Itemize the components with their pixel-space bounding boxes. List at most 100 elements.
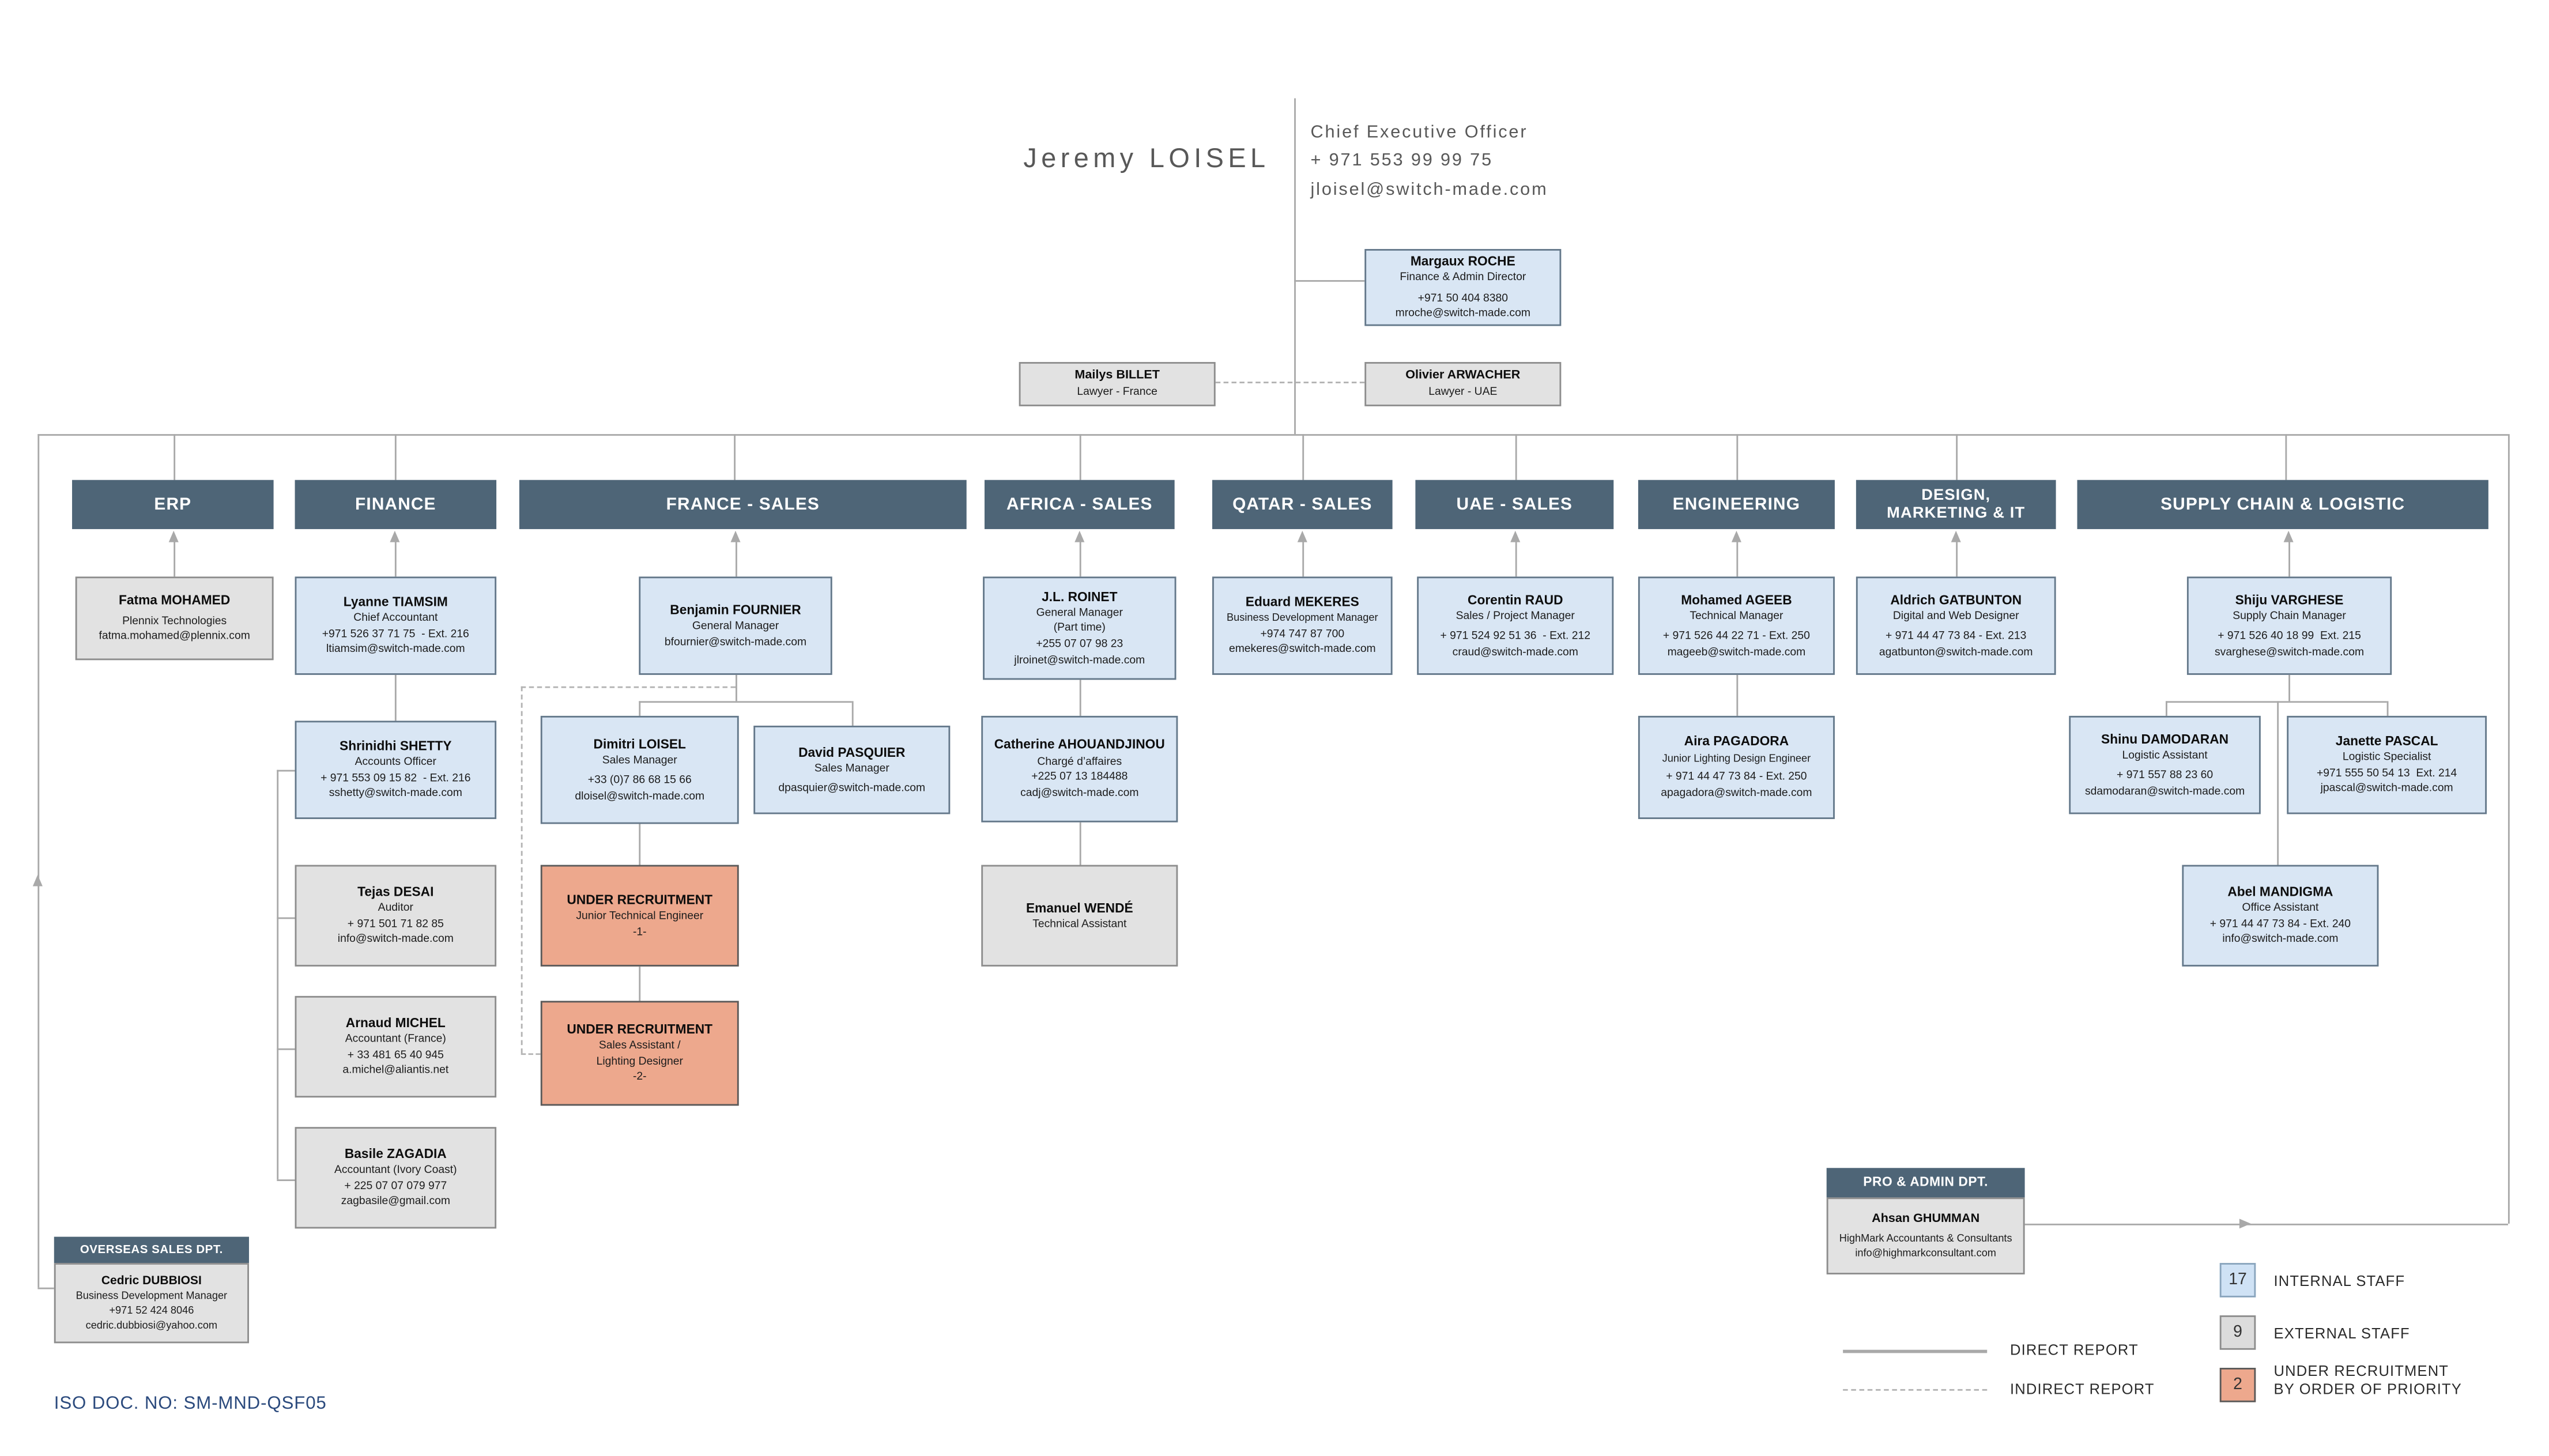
connector-lyanne-shrinidhi	[394, 674, 397, 721]
connector-mohamed-aira	[1736, 674, 1739, 716]
person-box-arnaud: Arnaud MICHEL Accountant (France) + 33 4…	[295, 995, 497, 1098]
arrow-up-icon	[389, 530, 399, 542]
person-box-abel: Abel MANDIGMA Office Assistant + 971 44 …	[2182, 865, 2379, 967]
dept-header-france-sales: FRANCE - SALES	[519, 480, 967, 529]
left-edge-line	[37, 434, 40, 1288]
unit-header-overseas: OVERSEAS SALES DPT.	[54, 1236, 249, 1263]
drop-africa	[1079, 434, 1081, 480]
arrow-up-icon	[1950, 530, 1960, 542]
finance-rail-top	[277, 770, 295, 772]
legend-internal-label: INTERNAL STAFF	[2273, 1273, 2405, 1289]
drop-engineering	[1736, 434, 1739, 480]
france-branch-line	[639, 701, 852, 703]
person-box-fatma: Fatma MOHAMED Plennix Technologies fatma…	[75, 576, 274, 661]
dept-header-uae-sales: UAE - SALES	[1415, 480, 1614, 529]
indirect-line-lawyers	[1215, 382, 1365, 384]
ceo-email: jloisel@switch-made.com	[1310, 180, 1548, 200]
connector-to-janette	[2386, 701, 2389, 716]
person-box-jlroinet: J.L. ROINET General Manager (Part time) …	[983, 576, 1177, 680]
legend-indirect-label: INDIRECT REPORT	[2010, 1380, 2155, 1398]
drop-uae	[1515, 434, 1517, 480]
person-box-cedric: Cedric DUBBIOSI Business Development Man…	[54, 1263, 249, 1344]
person-box-benjamin: Benjamin FOURNIER General Manager bfourn…	[639, 576, 832, 675]
person-box-tejas: Tejas DESAI Auditor + 971 501 71 82 85 i…	[295, 865, 497, 967]
person-box-shrinidhi: Shrinidhi SHETTY Accounts Officer + 971 …	[295, 721, 497, 819]
arrow-up-icon	[730, 530, 740, 542]
person-box-under-recruitment-2: UNDER RECRUITMENT Sales Assistant / Ligh…	[540, 1001, 739, 1106]
arrow-up-icon	[1296, 530, 1307, 542]
person-box-ahsan: Ahsan GHUMMAN HighMark Accountants & Con…	[1826, 1197, 2025, 1274]
connector-to-abel	[2277, 701, 2279, 865]
arrow-stem	[1515, 540, 1517, 577]
drop-france	[734, 434, 736, 480]
person-box-olivier: Olivier ARWACHER Lawyer - UAE	[1364, 362, 1562, 406]
connector-benjamin-down	[736, 674, 737, 701]
person-box-aldrich: Aldrich GATBUNTON Digital and Web Design…	[1856, 576, 2056, 675]
arrow-stem	[1956, 540, 1958, 577]
person-box-shiju: Shiju VARGHESE Supply Chain Manager + 97…	[2186, 576, 2392, 675]
connector-ur1-ur2	[639, 966, 641, 1001]
arrow-stem	[1302, 540, 1304, 577]
legend-internal-count: 17	[2219, 1263, 2256, 1297]
dept-header-finance: FINANCE	[295, 480, 497, 529]
ceo-phone: + 971 553 99 99 75	[1310, 151, 1494, 171]
drop-erp	[174, 434, 176, 480]
finance-rail-stub-tejas	[277, 917, 295, 919]
legend-external-count: 9	[2219, 1315, 2256, 1350]
person-box-eduard: Eduard MEKERES Business Development Mana…	[1212, 576, 1393, 675]
finance-rail	[277, 770, 279, 1180]
legend-recruitment-label: UNDER RECRUITMENT BY ORDER OF PRIORITY	[2273, 1363, 2462, 1398]
legend-indirect-line	[1843, 1389, 1988, 1391]
arrow-up-icon	[1509, 530, 1519, 542]
arrow-stem	[1079, 540, 1081, 577]
arrow-up-icon	[2283, 530, 2293, 542]
connector-to-shinu	[2165, 701, 2167, 716]
legend-external-label: EXTERNAL STAFF	[2273, 1325, 2410, 1342]
person-box-emanuel: Emanuel WENDÉ Technical Assistant	[981, 865, 1178, 967]
arrow-up-icon	[168, 530, 178, 542]
dept-header-engineering: ENGINEERING	[1638, 480, 1835, 529]
person-box-david: David PASQUIER Sales Manager dpasquier@s…	[753, 725, 951, 814]
dept-header-design-marketing-it: DESIGN, MARKETING & IT	[1856, 480, 2056, 529]
arrow-stem	[736, 540, 737, 577]
overseas-stub-line	[37, 1287, 54, 1289]
connector-to-david	[851, 701, 854, 726]
person-box-dimitri: Dimitri LOISEL Sales Manager +33 (0)7 86…	[540, 715, 739, 824]
person-box-janette: Janette PASCAL Logistic Specialist +971 …	[2287, 715, 2487, 814]
connector-shiju-down	[2288, 674, 2290, 701]
person-box-lyanne: Lyanne TIAMSIM Chief Accountant +971 526…	[295, 576, 497, 675]
finance-rail-stub-basile	[277, 1179, 295, 1182]
main-bus-line	[37, 434, 2508, 436]
unit-header-pro-admin: PRO & ADMIN DPT.	[1826, 1168, 2025, 1198]
arrow-stem	[2288, 540, 2290, 577]
indirect-line-benjamin-ur-v	[521, 686, 523, 1054]
person-box-catherine: Catherine AHOUANDJINOU Chargé d’affaires…	[981, 715, 1178, 823]
indirect-line-ur2-stub	[521, 1053, 541, 1055]
arrow-stem	[174, 540, 176, 577]
ceo-title: Chief Executive Officer	[1310, 123, 1528, 143]
drop-qatar	[1302, 434, 1304, 480]
person-name: Margaux ROCHE	[1410, 254, 1515, 269]
person-box-aira: Aira PAGADORA Junior Lighting Design Eng…	[1638, 715, 1835, 819]
finance-rail-stub-arnaud	[277, 1048, 295, 1050]
legend-direct-line	[1843, 1349, 1988, 1353]
supply-branch-line	[2165, 701, 2387, 703]
drop-design	[1956, 434, 1958, 480]
indirect-line-benjamin-ur	[521, 686, 736, 688]
dept-header-africa-sales: AFRICA - SALES	[984, 480, 1175, 529]
arrow-up-icon	[1073, 530, 1084, 542]
connector-to-dimitri	[639, 701, 641, 716]
connector-dimitri-ur1	[639, 824, 641, 865]
person-box-shinu: Shinu DAMODARAN Logistic Assistant + 971…	[2069, 715, 2261, 814]
person-box-basile: Basile ZAGADIA Accountant (Ivory Coast) …	[295, 1127, 497, 1229]
ceo-name: Jeremy LOISEL	[1023, 144, 1270, 174]
arrow-stem	[1736, 540, 1739, 577]
dept-header-erp: ERP	[72, 480, 274, 529]
dept-header-supply-chain: SUPPLY CHAIN & LOGISTIC	[2077, 480, 2488, 529]
person-box-margaux: Margaux ROCHE Finance & Admin Director +…	[1364, 248, 1562, 326]
connector-jl-catherine	[1079, 680, 1081, 716]
arrow-up-icon	[1730, 530, 1741, 542]
ceo-info: Chief Executive Officer + 971 553 99 99 …	[1311, 119, 1671, 205]
